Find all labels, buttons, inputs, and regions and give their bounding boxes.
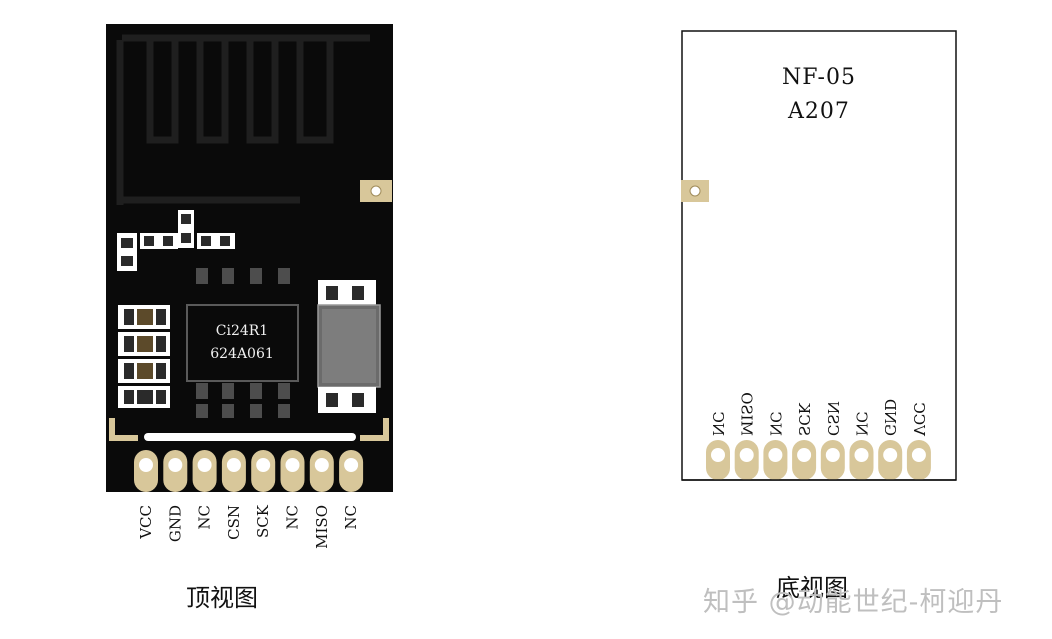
pin-label: NC (342, 505, 360, 530)
chip-label-line1: Ci24R1 (216, 323, 268, 339)
bottom-header-pins (682, 440, 956, 511)
top-header-pins (134, 450, 364, 492)
pin-label: VCC (910, 402, 928, 437)
chip-label-line2: 624A061 (210, 346, 274, 362)
pin-label: GND (881, 399, 899, 436)
bottom-view-caption: 底视图 (776, 574, 848, 602)
top-view-caption: 顶视图 (186, 584, 258, 612)
crystal-oscillator (317, 280, 381, 413)
pin-label: MISO (738, 392, 756, 436)
top-pin-labels: VCC GND NC CSN SCK NC MISO NC (137, 504, 360, 549)
model-line1: NF-05 (782, 65, 856, 90)
pin-label: NC (766, 411, 784, 436)
corner-mark-right (360, 418, 389, 441)
bottom-view-board: NF-05 A207 NC MISO NC SCK CSN NC GND VCC (681, 30, 957, 511)
pin-label: GND (166, 505, 184, 542)
pin-label: CSN (824, 401, 842, 436)
model-line2: A207 (787, 99, 850, 124)
pin-label: NC (196, 505, 214, 530)
top-view-board: Ci24R1 624A061 VCC GND NC CSN SCK NC MISO NC (106, 24, 393, 549)
pin-label: NC (853, 411, 871, 436)
pin-label: VCC (137, 505, 155, 540)
pin-label: SCK (795, 402, 813, 436)
pin-label: MISO (313, 505, 331, 549)
pin-label: CSN (225, 505, 243, 540)
silkscreen-bar (144, 433, 356, 441)
ic-chip (186, 304, 299, 382)
passive-components (118, 305, 170, 408)
bottom-pin-labels: NC MISO NC SCK CSN NC GND VCC (709, 392, 928, 437)
smd-small-parts (117, 210, 235, 271)
watermark: 知乎 @动能世纪-柯迎丹 (703, 587, 1004, 618)
pin-label: NC (284, 505, 302, 530)
pin-label: SCK (254, 504, 272, 538)
chip-pins (196, 268, 290, 418)
pcb-antenna (116, 34, 370, 205)
corner-mark-left (109, 418, 138, 441)
pin-label: NC (709, 411, 727, 436)
